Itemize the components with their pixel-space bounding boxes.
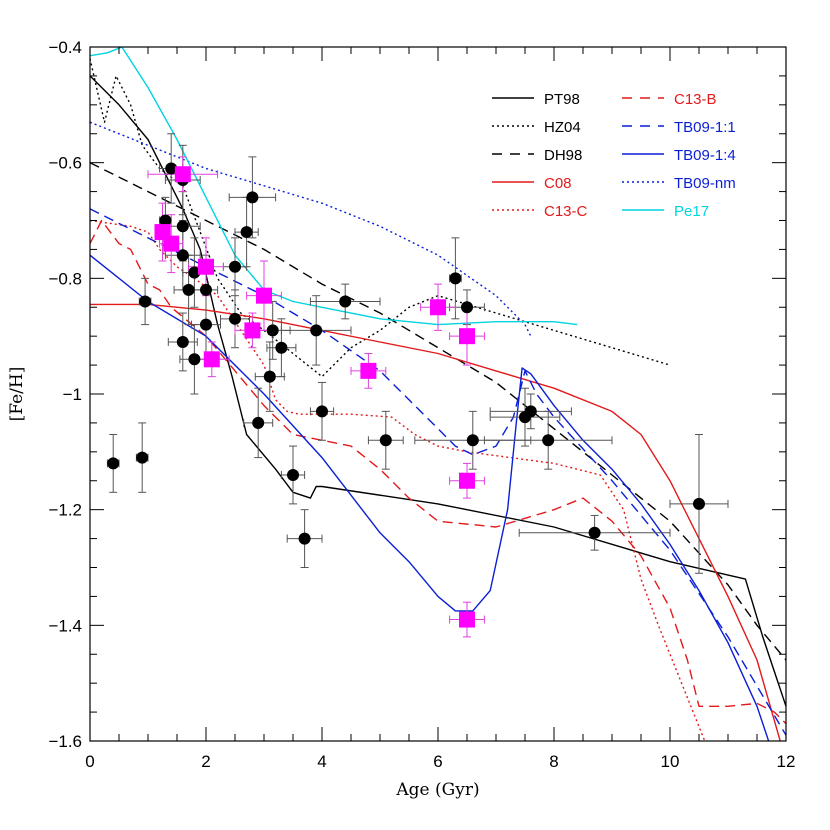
black-point-15 bbox=[229, 312, 241, 325]
black-point-2 bbox=[139, 295, 152, 308]
black-point-32 bbox=[524, 405, 537, 418]
black-point-23 bbox=[298, 532, 311, 545]
x-tick-label-1: 2 bbox=[201, 752, 210, 771]
tick-labels: 0 2 4 6 8 10 12 −1.6 −1.4 −1.2 −1 −0.8 −0.6 −0.4 bbox=[48, 38, 795, 771]
black-point-0 bbox=[107, 457, 120, 470]
legend-label-3: C08 bbox=[544, 175, 572, 192]
black-point-7 bbox=[176, 335, 189, 348]
y-tick-label-2: −1.2 bbox=[48, 501, 82, 520]
magenta-point-8 bbox=[430, 299, 446, 316]
black-point-26 bbox=[339, 295, 352, 308]
y-tick-label-0: −1.6 bbox=[48, 732, 82, 751]
black-point-21 bbox=[275, 341, 288, 354]
magenta-point-6 bbox=[256, 287, 272, 304]
magenta-point-4 bbox=[203, 351, 220, 368]
black-point-22 bbox=[287, 468, 299, 481]
legend-label-9: Pe17 bbox=[674, 203, 709, 220]
y-tick-label-4: −0.8 bbox=[48, 269, 82, 288]
black-point-29 bbox=[461, 301, 473, 314]
black-point-1 bbox=[136, 451, 149, 464]
x-tick-label-4: 8 bbox=[549, 752, 558, 771]
legend-label-5: C13-B bbox=[674, 91, 717, 108]
y-tick-label-1: −1.4 bbox=[48, 616, 82, 635]
legend-label-4: C13-C bbox=[544, 203, 588, 220]
y-tick-label-3: −1 bbox=[63, 385, 82, 404]
series-line-5 bbox=[90, 219, 786, 725]
black-point-27 bbox=[379, 434, 392, 447]
legend-label-0: PT98 bbox=[544, 91, 580, 108]
legend-label-2: DH98 bbox=[544, 147, 582, 164]
legend-label-1: HZ04 bbox=[544, 119, 581, 136]
black-point-34 bbox=[588, 526, 601, 539]
magenta-point-3 bbox=[198, 258, 214, 275]
x-axis-label: Age (Gyr) bbox=[395, 780, 479, 800]
magenta-point-5 bbox=[244, 322, 261, 339]
legend-label-8: TB09-nm bbox=[674, 175, 736, 192]
x-tick-label-5: 10 bbox=[661, 752, 680, 771]
black-point-33 bbox=[542, 434, 555, 447]
black-point-13 bbox=[200, 318, 212, 331]
black-point-20 bbox=[266, 324, 279, 337]
series-line-2 bbox=[90, 162, 786, 661]
magenta-point-11 bbox=[459, 611, 475, 628]
y-axis-label: [Fe/H] bbox=[7, 367, 27, 422]
black-point-3 bbox=[159, 214, 172, 227]
black-point-11 bbox=[188, 353, 201, 366]
black-point-10 bbox=[188, 266, 201, 279]
series-line-3 bbox=[90, 303, 781, 741]
black-point-24 bbox=[310, 324, 323, 337]
black-point-14 bbox=[229, 260, 241, 273]
black-point-16 bbox=[240, 226, 253, 239]
x-tick-label-3: 6 bbox=[433, 752, 442, 771]
magenta-point-2 bbox=[174, 166, 191, 183]
legend-label-6: TB09-1:1 bbox=[674, 119, 736, 136]
black-point-6 bbox=[176, 249, 189, 262]
black-point-19 bbox=[263, 370, 276, 383]
black-point-35 bbox=[693, 497, 705, 510]
black-point-12 bbox=[200, 283, 212, 296]
black-point-17 bbox=[246, 191, 259, 204]
black-point-5 bbox=[176, 220, 189, 233]
magenta-point-7 bbox=[360, 362, 377, 379]
series-line-9 bbox=[90, 47, 578, 326]
legend-label-7: TB09-1:4 bbox=[674, 147, 736, 164]
black-point-28 bbox=[449, 272, 462, 285]
error-bars bbox=[106, 133, 729, 638]
black-point-30 bbox=[466, 434, 479, 447]
y-tick-label-5: −0.6 bbox=[48, 154, 82, 173]
black-point-18 bbox=[252, 416, 265, 429]
axis-ticks bbox=[89, 46, 787, 742]
black-point-25 bbox=[316, 405, 328, 418]
black-point-4 bbox=[165, 162, 178, 175]
x-tick-label-6: 12 bbox=[777, 752, 796, 771]
series-line-7 bbox=[90, 254, 770, 741]
x-tick-label-2: 4 bbox=[317, 752, 326, 771]
black-point-9 bbox=[182, 283, 195, 296]
magenta-point-1 bbox=[163, 235, 180, 252]
x-tick-label-0: 0 bbox=[85, 752, 94, 771]
magenta-point-10 bbox=[459, 472, 475, 489]
data-points bbox=[107, 162, 705, 628]
magenta-point-9 bbox=[459, 328, 475, 345]
y-tick-label-6: −0.4 bbox=[48, 38, 82, 57]
